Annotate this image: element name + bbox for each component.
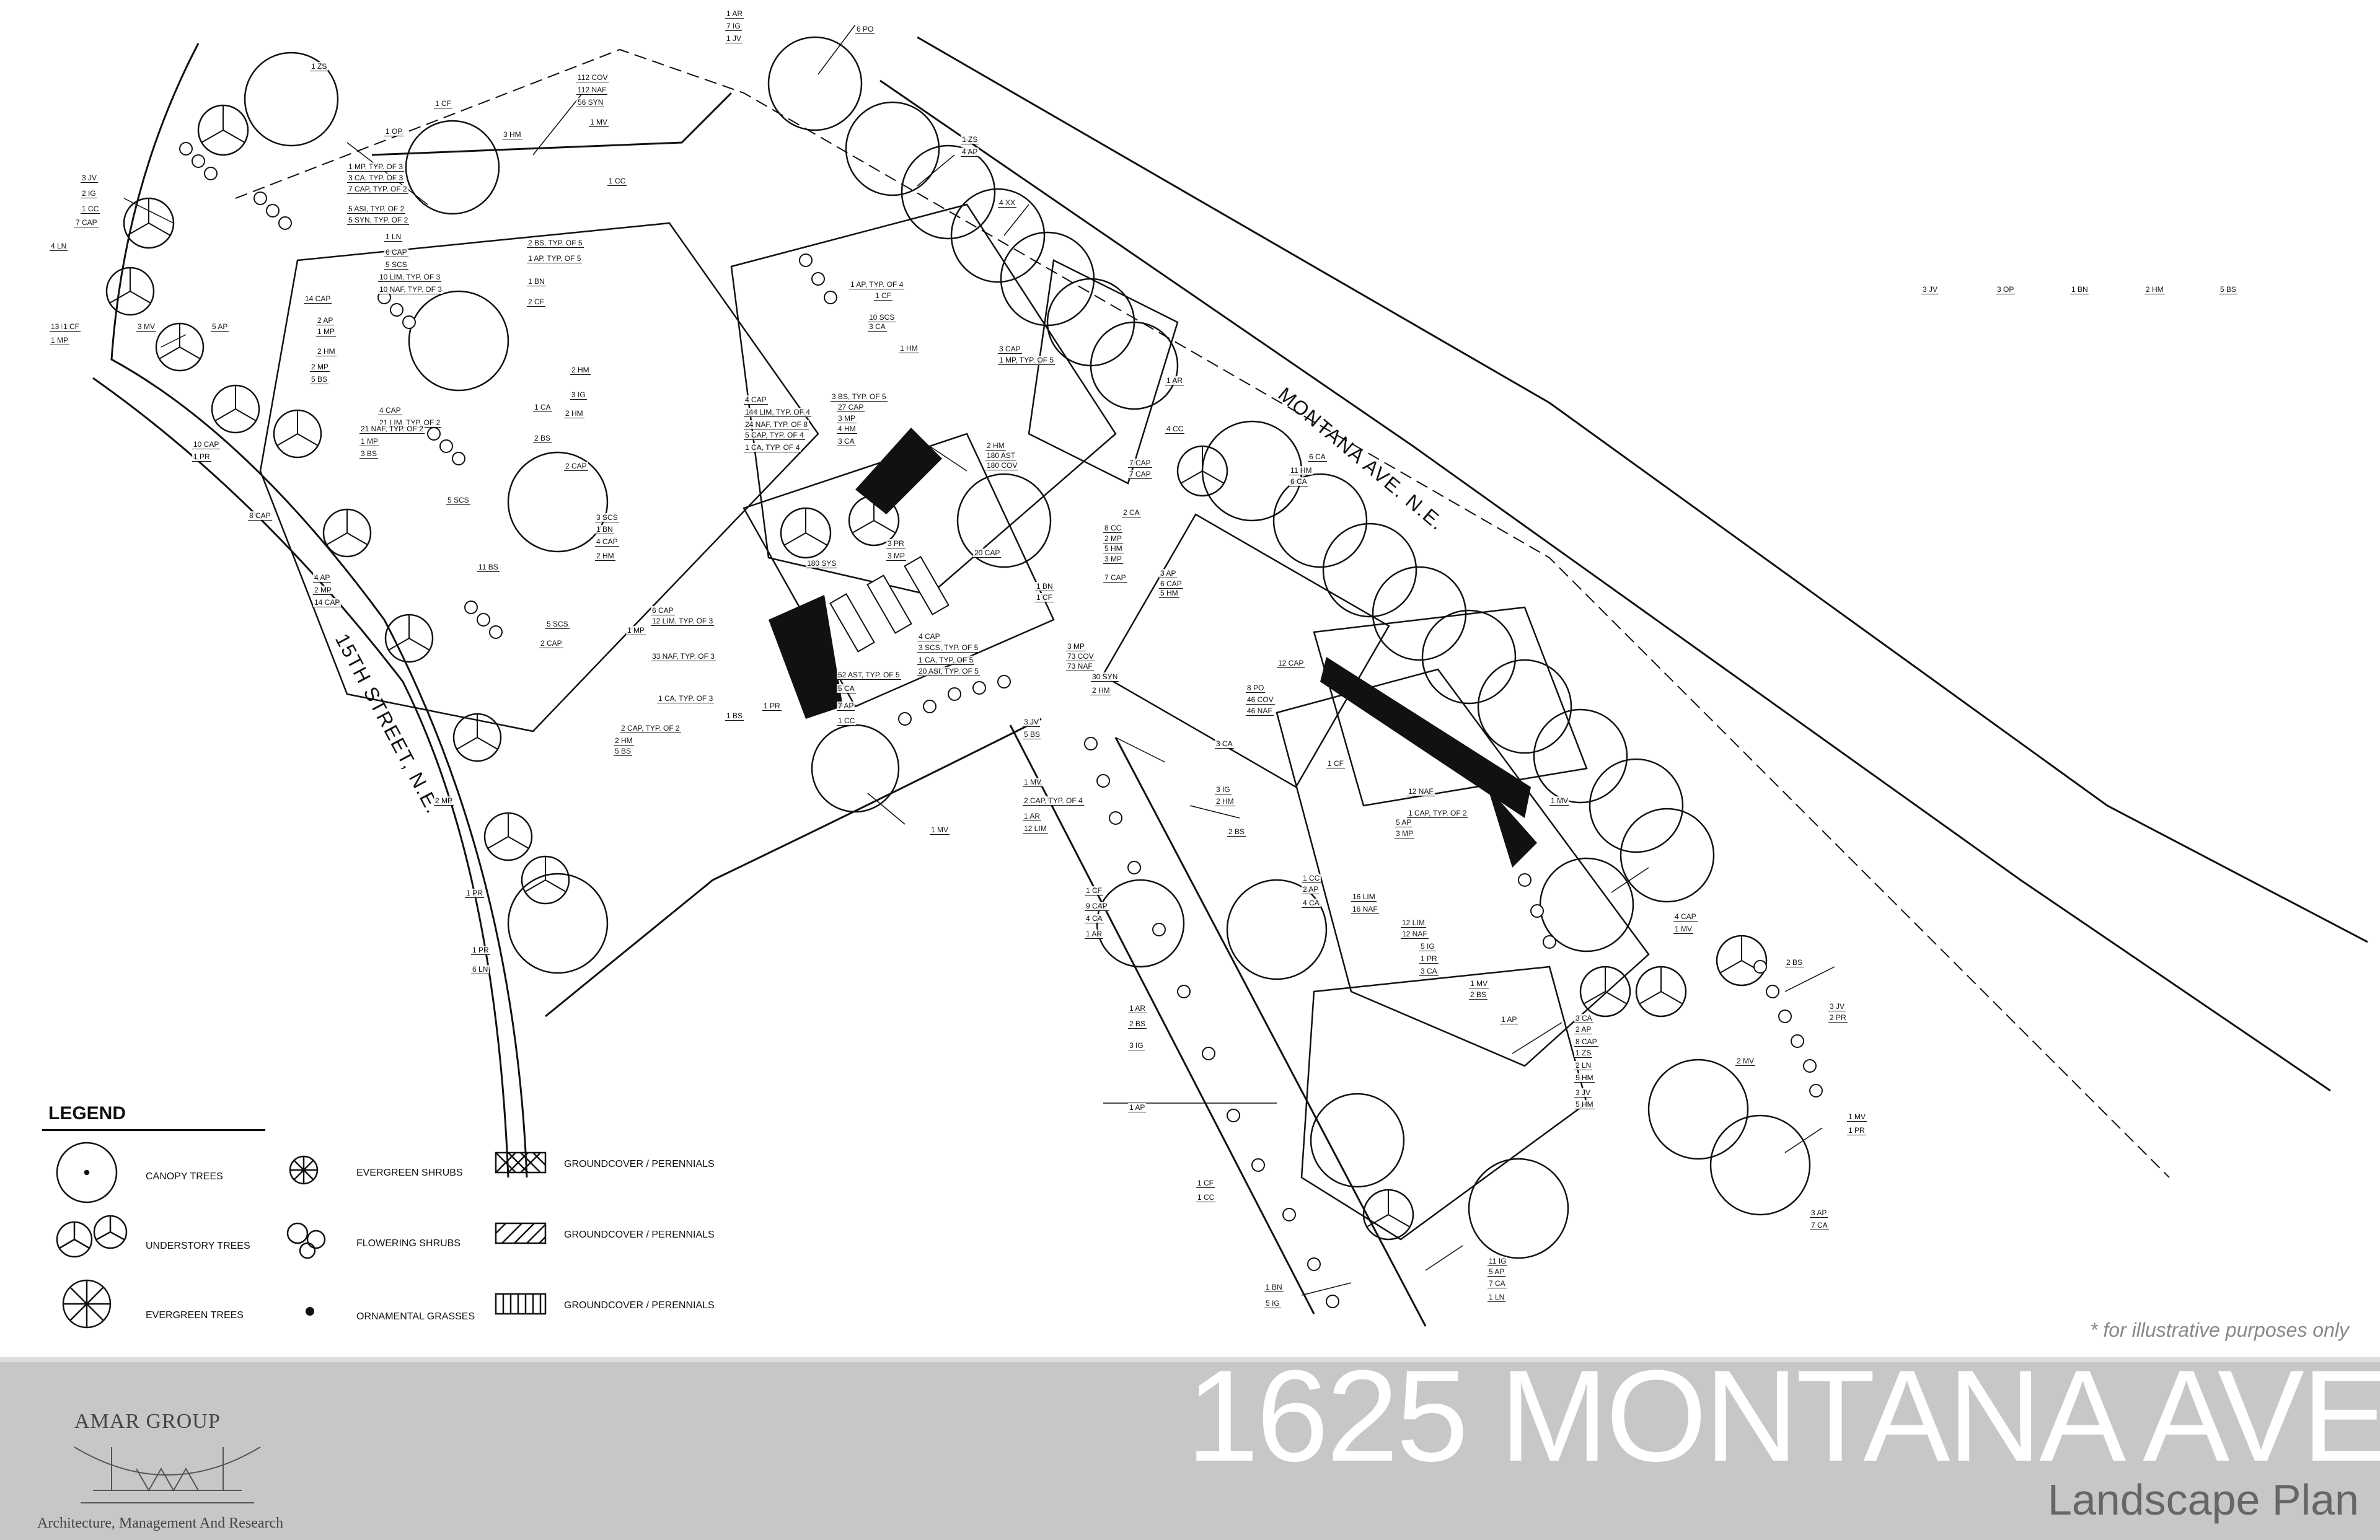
- property-line: [235, 48, 2170, 1178]
- parking-curb: [545, 718, 1042, 1018]
- groundcover-bar: [866, 574, 912, 634]
- company-logo: AMAR GROUP Architecture, Management And …: [37, 1410, 298, 1534]
- company-tagline: Architecture, Management And Research: [37, 1515, 284, 1531]
- logo-bridge-mark: [74, 1446, 261, 1503]
- company-name: AMAR GROUP: [74, 1410, 221, 1433]
- ornamental-grass-symbol: [306, 1307, 314, 1316]
- building-ne: [1313, 606, 1588, 807]
- landscape-plan-drawing: MONTANA AVE. N.E. 15TH STREET, N.E.: [92, 24, 2368, 1327]
- footer-band-highlight: [0, 1357, 2380, 1363]
- disclaimer-note: * for illustrative purposes only: [2090, 1319, 2349, 1341]
- legend: LEGEND CANOPY TREES UNDERSTORY TREES EVE…: [37, 1103, 781, 1363]
- building-central: [730, 203, 1117, 596]
- montana-curb-outer: [917, 36, 2368, 943]
- legend-understory-trees: UNDERSTORY TREES: [146, 1241, 250, 1251]
- groundcover-vertical-hatch: [495, 1293, 547, 1315]
- legend-flowering-shrubs: FLOWERING SHRUBS: [356, 1238, 461, 1249]
- legend-rule: [42, 1129, 265, 1131]
- legend-canopy-trees: CANOPY TREES: [146, 1171, 223, 1182]
- planting-bed-dark: [855, 428, 942, 514]
- montana-curb-inner: [879, 79, 2331, 1092]
- fifteenth-street-curb: [92, 377, 509, 1178]
- legend-evergreen-shrubs: EVERGREEN SHRUBS: [356, 1168, 463, 1178]
- footer-band: [0, 1362, 2380, 1540]
- court-panel: [1101, 513, 1390, 788]
- project-title: 1625 MONTANA AVE: [1186, 1343, 2380, 1489]
- flowering-shrub-symbol: [286, 1222, 309, 1244]
- legend-groundcover-3: GROUNDCOVER / PERENNIALS: [564, 1300, 715, 1311]
- understory-spokes: [109, 105, 1764, 1228]
- legend-groundcover-1: GROUNDCOVER / PERENNIALS: [564, 1159, 715, 1169]
- inner-drive: [1009, 724, 1315, 1314]
- shrub-clusters: [179, 142, 1823, 1308]
- planting-bed-dark: [769, 595, 843, 719]
- legend-title: LEGEND: [48, 1103, 126, 1124]
- site-edge-north: [371, 92, 733, 156]
- project-subtitle: Landscape Plan: [2047, 1476, 2359, 1524]
- legend-ornamental-grasses: ORNAMENTAL GRASSES: [356, 1311, 475, 1322]
- legend-groundcover-2: GROUNDCOVER / PERENNIALS: [564, 1230, 715, 1240]
- building-east: [1028, 259, 1179, 485]
- building-south-a: [1276, 668, 1650, 1067]
- groundcover-bar: [904, 556, 950, 615]
- canopy-tree-row: [244, 36, 1811, 1259]
- building-west: [259, 222, 819, 733]
- groundcover-bar: [829, 593, 875, 653]
- canopy-tree-symbol: [56, 1142, 118, 1203]
- planting-bed-dark: [1488, 787, 1537, 868]
- inner-drive-2: [1114, 737, 1427, 1327]
- legend-symbols: [56, 1142, 547, 1329]
- fifteenth-street-label: 15TH STREET, N.E.: [331, 630, 445, 817]
- planting-bed-dark: [1320, 657, 1531, 818]
- site-boundary: [110, 43, 528, 1178]
- legend-evergreen-trees: EVERGREEN TREES: [146, 1310, 244, 1321]
- building-south-b: [1300, 966, 1588, 1241]
